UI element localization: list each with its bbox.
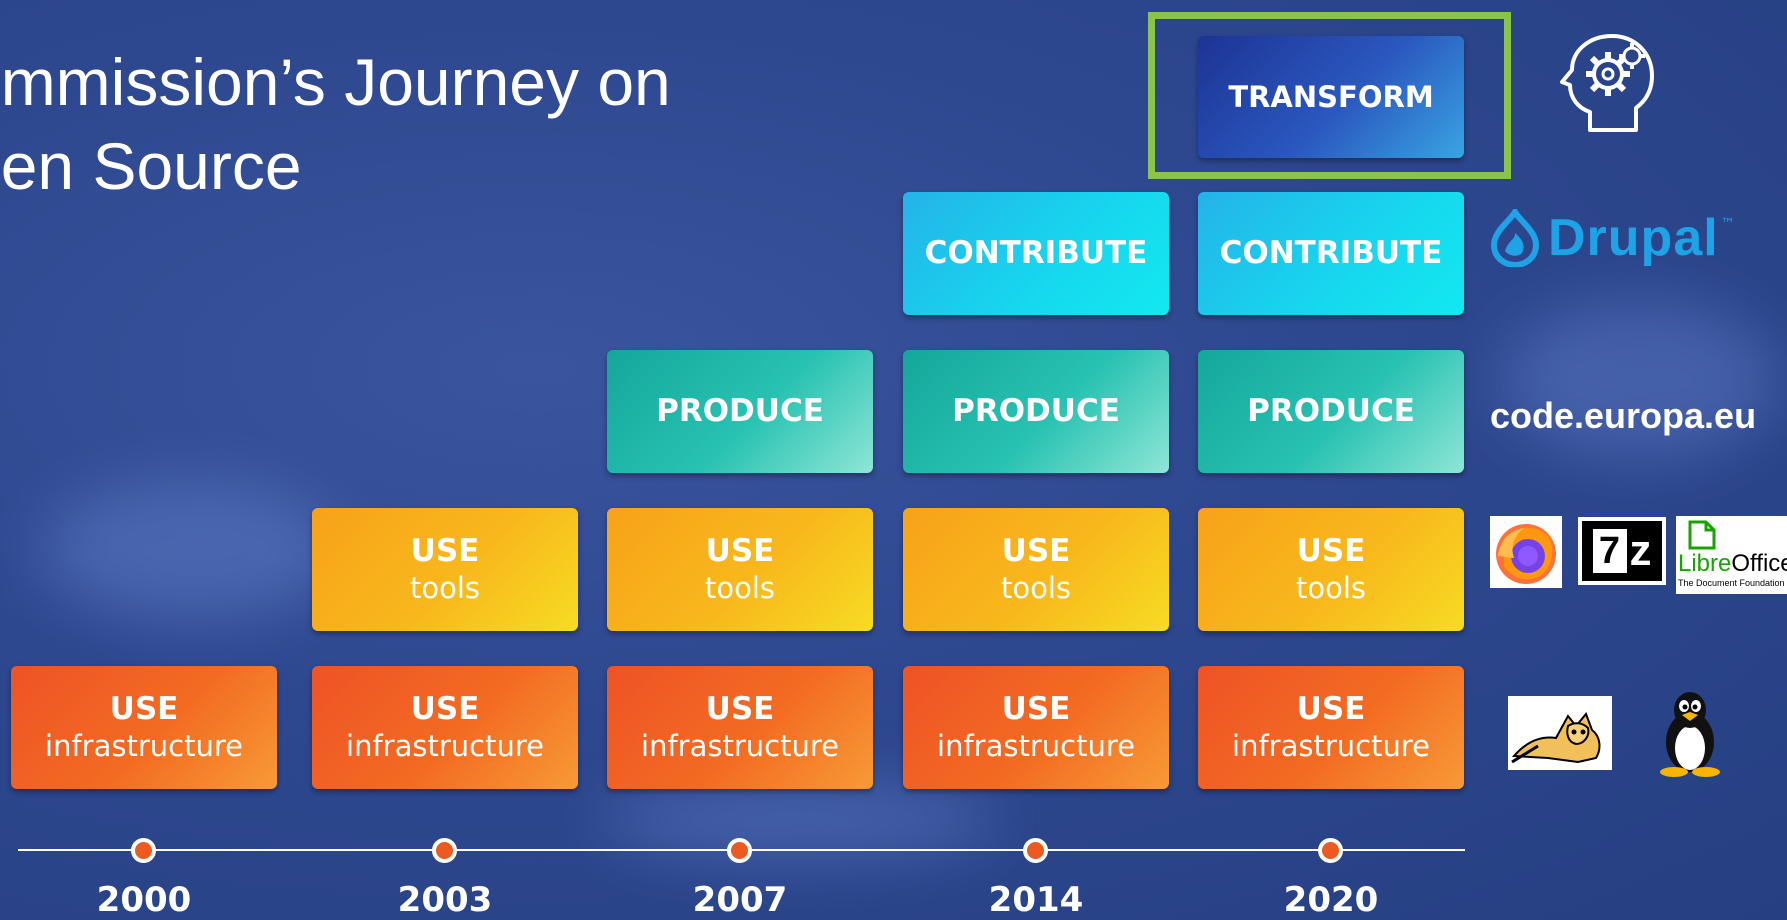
use-label: USE <box>1296 690 1366 727</box>
produce-box-2014: PRODUCE <box>903 350 1169 473</box>
firefox-logo-icon <box>1490 516 1562 588</box>
use-label: USE <box>410 532 480 569</box>
use-tools-box-2020: USE tools <box>1198 508 1464 631</box>
libreoffice-wordmark: LibreOffice <box>1678 550 1787 578</box>
use-infrastructure-box-2014: USE infrastructure <box>903 666 1169 789</box>
use-infrastructure-box-2007: USE infrastructure <box>607 666 873 789</box>
code-europa-label: code.europa.eu <box>1490 395 1757 436</box>
timeline-dot-2020 <box>1318 838 1343 863</box>
libreoffice-doc-icon <box>1688 520 1716 550</box>
use-infrastructure-box-2003: USE infrastructure <box>312 666 578 789</box>
produce-label: PRODUCE <box>952 393 1120 429</box>
timeline-dot-2014 <box>1023 838 1048 863</box>
infrastructure-label: infrastructure <box>346 728 544 763</box>
contribute-label: CONTRIBUTE <box>1219 235 1443 271</box>
libreoffice-subtitle: The Document Foundation <box>1678 578 1785 588</box>
timeline-dot-2000 <box>131 838 156 863</box>
drupal-logo: Drupal ™ <box>1490 208 1735 268</box>
use-infrastructure-box-2020: USE infrastructure <box>1198 666 1464 789</box>
infrastructure-label: infrastructure <box>641 728 839 763</box>
use-tools-box-2003: USE tools <box>312 508 578 631</box>
use-label: USE <box>1001 690 1071 727</box>
contribute-box-2020: CONTRIBUTE <box>1198 192 1464 315</box>
produce-box-2020: PRODUCE <box>1198 350 1464 473</box>
background-glow <box>1500 300 1780 460</box>
produce-box-2007: PRODUCE <box>607 350 873 473</box>
use-label: USE <box>705 532 775 569</box>
tools-label: tools <box>1295 570 1367 605</box>
tomcat-logo-icon <box>1508 696 1612 770</box>
tools-label: tools <box>409 570 481 605</box>
slide-title: ommission’s Journey on pen Source <box>0 40 724 208</box>
sevenzip-seven: 7 <box>1592 529 1627 573</box>
drupal-trademark: ™ <box>1720 216 1735 232</box>
infrastructure-label: infrastructure <box>937 728 1135 763</box>
year-label-2000: 2000 <box>96 880 192 920</box>
year-label-2014: 2014 <box>988 880 1084 920</box>
use-label: USE <box>705 690 775 727</box>
libreoffice-logo-icon: LibreOffice The Document Foundation <box>1676 516 1787 594</box>
sevenzip-z: z <box>1629 526 1652 575</box>
libreoffice-wordmark-office: Office <box>1731 550 1787 577</box>
use-tools-box-2014: USE tools <box>903 508 1169 631</box>
infrastructure-label: infrastructure <box>45 728 243 763</box>
drupal-wordmark: Drupal <box>1548 209 1719 267</box>
timeline-dot-2003 <box>432 838 457 863</box>
contribute-box-2014: CONTRIBUTE <box>903 192 1169 315</box>
libreoffice-wordmark-libre: Libre <box>1678 550 1732 577</box>
year-label-2003: 2003 <box>397 880 493 920</box>
transform-box-2020: TRANSFORM <box>1198 36 1464 158</box>
use-infrastructure-box-2000: USE infrastructure <box>11 666 277 789</box>
use-label: USE <box>109 690 179 727</box>
use-label: USE <box>1001 532 1071 569</box>
slide-title-line-1: ommission’s Journey on <box>0 45 671 119</box>
year-label-2007: 2007 <box>692 880 788 920</box>
contribute-label: CONTRIBUTE <box>924 235 1148 271</box>
use-tools-box-2007: USE tools <box>607 508 873 631</box>
tools-label: tools <box>1000 570 1072 605</box>
drupal-drop-icon <box>1490 209 1540 267</box>
use-label: USE <box>410 690 480 727</box>
timeline-dot-2007 <box>727 838 752 863</box>
background-glow <box>40 480 340 620</box>
year-label-2020: 2020 <box>1283 880 1379 920</box>
produce-label: PRODUCE <box>656 393 824 429</box>
use-label: USE <box>1296 532 1366 569</box>
background-glow <box>600 780 1000 860</box>
brain-gear-icon <box>1560 34 1654 132</box>
transform-highlight-frame <box>1148 12 1511 179</box>
slide-title-line-2: pen Source <box>0 129 302 203</box>
linux-tux-icon <box>1660 692 1720 777</box>
transform-label: TRANSFORM <box>1228 79 1434 114</box>
infrastructure-label: infrastructure <box>1232 728 1430 763</box>
produce-label: PRODUCE <box>1247 393 1415 429</box>
sevenzip-logo-icon: 7 z <box>1578 517 1666 585</box>
tools-label: tools <box>704 570 776 605</box>
